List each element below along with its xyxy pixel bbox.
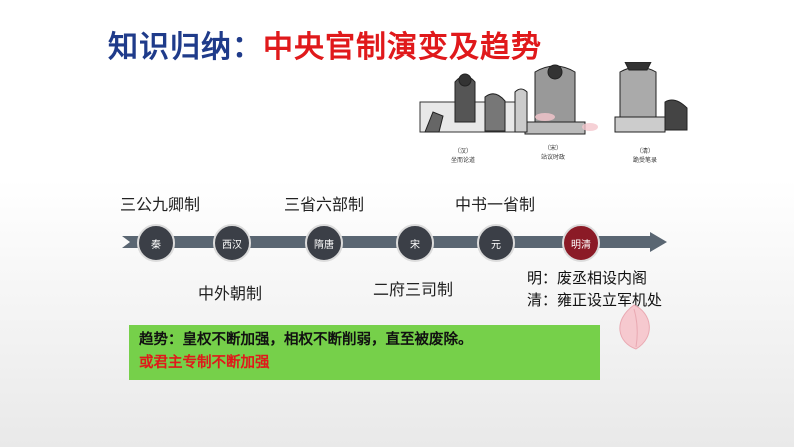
trend-line-2: 或君主专制不断加强 bbox=[139, 355, 270, 371]
petal-decoration bbox=[619, 304, 650, 350]
illustration-caption-qing: （清） 跪受笔录 bbox=[632, 148, 657, 164]
timeline-arrow bbox=[122, 232, 667, 252]
note-ming: 明：废丞相设内阁 bbox=[527, 269, 648, 287]
ming-qing-note: 明：废丞相设内阁 清：雍正设立军机处 bbox=[527, 267, 662, 311]
label-sangong-jiuqing: 三公九卿制 bbox=[120, 195, 201, 214]
trend-summary: 趋势：皇权不断加强，相权不断削弱，直至被废除。 或君主专制不断加强 bbox=[129, 325, 600, 380]
note-qing: 清：雍正设立军机处 bbox=[527, 291, 663, 309]
timeline-node-song: 宋 bbox=[396, 224, 434, 262]
timeline-node-yuan: 元 bbox=[477, 224, 515, 262]
timeline-node-xihan: 西汉 bbox=[213, 224, 251, 262]
timeline-node-mingqing: 明清 bbox=[562, 224, 600, 262]
label-erfu-sansi: 二府三司制 bbox=[373, 280, 454, 299]
title-main: 中央官制演变及趋势 bbox=[263, 30, 542, 65]
label-sansheng-liubu: 三省六部制 bbox=[284, 195, 365, 214]
timeline-node-qin: 秦 bbox=[137, 224, 175, 262]
timeline-node-suitang: 隋唐 bbox=[305, 224, 343, 262]
page-title: 知识归纳：中央官制演变及趋势 bbox=[108, 22, 542, 66]
illustration-caption-han: （汉） 坐而论道 bbox=[450, 148, 475, 164]
historical-illustration bbox=[419, 62, 688, 135]
title-prefix: 知识归纳： bbox=[108, 30, 263, 65]
label-zhongshu-yisheng: 中书一省制 bbox=[455, 195, 536, 214]
label-zhongwai-chao: 中外朝制 bbox=[198, 284, 263, 303]
illustration-caption-song: （宋） 站议时政 bbox=[540, 145, 565, 161]
trend-line-1: 趋势：皇权不断加强，相权不断削弱，直至被废除。 bbox=[139, 332, 473, 348]
